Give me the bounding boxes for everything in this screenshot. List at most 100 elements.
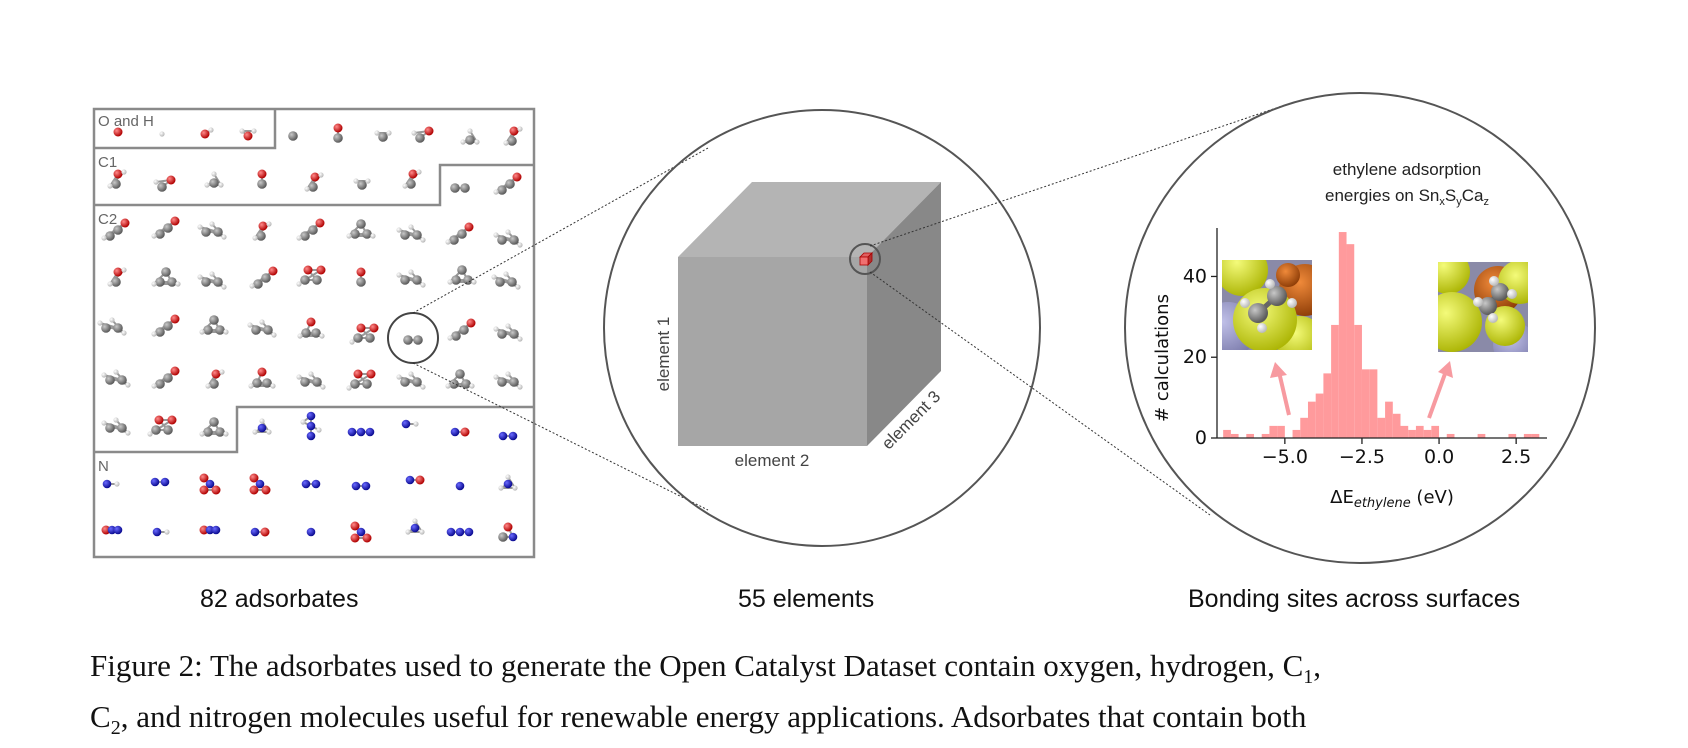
group-label-oh: O and H: [98, 113, 154, 130]
adsorbate-molecule: [199, 315, 229, 335]
histogram-bar-21: [1408, 429, 1416, 438]
histogram-bar-19: [1392, 413, 1401, 438]
x-tick-label-1: −2.5: [1339, 446, 1385, 468]
adsorbate-molecule: [447, 318, 476, 341]
axis-label-element-1: element 1: [654, 317, 673, 392]
figure-caption-line-2: C2, and nitrogen molecules useful for re…: [90, 699, 1307, 740]
adsorbate-molecule: [150, 477, 170, 487]
adsorbate-molecule: [403, 335, 423, 345]
histogram-bar-24: [1431, 425, 1440, 438]
adsorbate-molecule: [498, 474, 518, 491]
adsorbate-molecule: [445, 222, 474, 245]
histogram-bar-10: [1323, 373, 1332, 438]
adsorbate-molecule: [450, 183, 470, 193]
adsorbate-molecule: [405, 518, 425, 535]
adsorbate-molecule: [97, 317, 127, 336]
y-tick-label-2: 40: [1183, 265, 1207, 287]
x-tick-label-2: 0.0: [1424, 446, 1454, 468]
inset-adsorption-config-1: [1222, 260, 1312, 350]
adsorbate-molecule: [296, 218, 325, 241]
adsorbate-molecule: [300, 411, 322, 441]
adsorbate-molecule: [113, 127, 123, 137]
adsorbate-molecule: [493, 371, 523, 390]
group-label-n: N: [98, 458, 109, 475]
y-tick-label-1: 20: [1183, 346, 1207, 368]
adsorbate-molecule: [152, 527, 170, 537]
histogram-bar-5: [1277, 425, 1285, 438]
adsorbate-molecule: [159, 131, 165, 137]
adsorbate-molecule-grid: [97, 123, 523, 543]
adsorbate-molecule: [356, 267, 366, 287]
histogram-bar-25: [1446, 433, 1455, 438]
histogram-bar-1: [1230, 433, 1239, 438]
adsorbate-molecule: [455, 481, 465, 491]
adsorbate-molecule: [252, 418, 272, 435]
adsorbate-molecule: [402, 169, 422, 189]
adsorbate-molecule: [257, 169, 267, 189]
chart-title-line-2: energies on SnxSyCaz: [1325, 186, 1489, 208]
adsorbate-molecule: [197, 221, 227, 240]
adsorbate-molecule: [349, 323, 379, 345]
axis-label-element-2: element 2: [735, 451, 810, 470]
adsorbate-molecule: [101, 525, 123, 535]
figure-2: O and H C1 C2 N element 1 element 2 elem…: [92, 92, 1596, 564]
adsorbates-caption: 82 adsorbates: [200, 585, 359, 613]
adsorbate-molecule: [350, 521, 372, 543]
adsorbate-molecule: [491, 271, 521, 290]
adsorbate-molecule: [396, 224, 426, 243]
bonding-sites-circle: [1124, 92, 1596, 564]
histogram-bar-0: [1223, 429, 1231, 438]
histogram-bar-3: [1261, 433, 1270, 438]
adsorbate-molecule: [347, 427, 375, 437]
adsorbate-molecule: [151, 314, 180, 337]
histogram-bar-22: [1415, 425, 1424, 438]
histogram-bar-18: [1385, 401, 1393, 438]
adsorbate-molecule: [351, 481, 371, 491]
adsorbate-molecule: [405, 475, 425, 485]
adsorbate-molecule: [199, 525, 221, 535]
y-tick-label-0: 0: [1195, 427, 1207, 449]
adsorbate-molecule: [296, 371, 326, 390]
adsorbate-molecule: [346, 219, 376, 239]
group-label-c2: C2: [98, 211, 117, 228]
adsorbate-molecule: [205, 369, 225, 389]
elements-circle: [603, 109, 1041, 547]
cube-side-face: [867, 182, 941, 446]
adsorbate-molecule: [353, 178, 371, 190]
histogram-bar-23: [1423, 429, 1432, 438]
histogram-bar-27: [1508, 433, 1517, 438]
adsorbate-molecule: [493, 229, 523, 248]
adsorbate-molecule: [374, 130, 392, 142]
adsorbate-molecule: [200, 127, 214, 139]
adsorbate-molecule: [306, 527, 316, 537]
histogram-bar-26: [1477, 433, 1486, 438]
histogram-bar-11: [1331, 324, 1339, 438]
histogram-bar-16: [1369, 369, 1378, 438]
adsorbate-molecule: [204, 171, 224, 188]
adsorbate-molecule: [107, 267, 127, 287]
adsorbate-molecule: [446, 527, 474, 537]
adsorbate-molecule: [102, 479, 120, 489]
adsorbate-molecule: [503, 126, 523, 146]
adsorbate-molecule: [498, 522, 518, 542]
adsorbate-molecule: [297, 317, 325, 339]
adsorbate-molecule: [288, 131, 298, 141]
histogram-bar-7: [1300, 417, 1308, 438]
adsorbate-molecule: [239, 128, 257, 141]
adsorbate-molecule: [101, 417, 131, 436]
adsorbate-molecule: [249, 473, 271, 495]
histogram-bar-8: [1307, 401, 1316, 438]
histogram-bar-14: [1354, 324, 1362, 438]
elements-caption: 55 elements: [738, 585, 875, 613]
chart-title-line-1: ethylene adsorption: [1333, 160, 1481, 179]
adsorbate-molecule: [151, 267, 181, 287]
zoom-lines-left: [412, 147, 709, 511]
adsorbate-molecule: [493, 172, 522, 195]
adsorbate-molecule: [498, 431, 518, 441]
adsorbate-molecule: [248, 367, 276, 389]
histogram-bar-29: [1531, 433, 1540, 438]
adsorbate-group-dividers: [94, 109, 534, 454]
adsorbate-molecule: [460, 128, 480, 145]
figure-caption-line-1: Figure 2: The adsorbates used to generat…: [90, 648, 1322, 689]
